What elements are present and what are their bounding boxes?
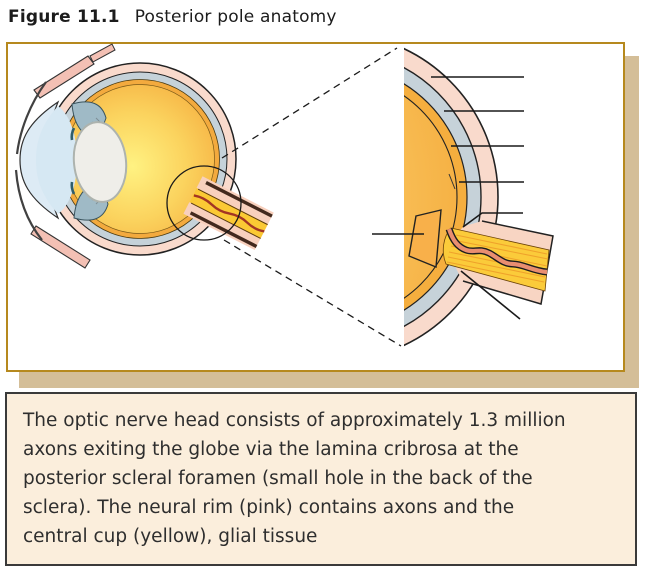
nerve-sheath-outline — [189, 211, 258, 248]
central-vessel-magnified — [447, 228, 548, 275]
caption-line: axons exiting the globe via the lamina c… — [23, 439, 519, 460]
magnified-posterior-pole — [372, 47, 554, 347]
caption-line: The optic nerve head consists of approxi… — [23, 410, 566, 431]
label-line-diagonal — [460, 270, 521, 320]
inferior-muscle — [30, 225, 91, 269]
figure-label: Figure 11.1 — [8, 7, 120, 27]
dashed-connector-lines — [221, 47, 402, 347]
label-line-5 — [462, 212, 523, 228]
iris — [70, 127, 76, 195]
caption-line: sclera). The neural rim (pink) contains … — [23, 497, 515, 518]
lower-lid-line — [14, 169, 43, 241]
nerve-sheath-outline — [205, 181, 273, 218]
central-retinal-vessel — [193, 194, 265, 233]
caption-box: The optic nerve head consists of approxi… — [5, 392, 637, 566]
lamina-cribrosa-trapezoid — [408, 209, 442, 269]
caption-line: posterior scleral foramen (small hole in… — [23, 468, 533, 489]
axon-bundle-outline — [197, 188, 268, 226]
lens — [72, 121, 128, 203]
magnifier-circle-icon — [166, 165, 242, 241]
figure-title-text: Posterior pole anatomy — [134, 7, 337, 27]
optic-nerve-magnified — [442, 220, 554, 305]
eye-cross-section — [14, 43, 274, 269]
layer-break-line — [448, 173, 456, 190]
anterior-segment — [19, 100, 128, 221]
label-leader-lines — [372, 76, 524, 320]
retina-vitreous-magnified — [404, 95, 458, 299]
caption-line: central cup (yellow), glial tissue — [23, 526, 318, 547]
figure-caption-title: Figure 11.1 Posterior pole anatomy — [8, 7, 337, 27]
dashed-connector-bottom — [223, 239, 402, 347]
anterior-chamber — [36, 106, 77, 214]
upper-lid-line — [15, 81, 47, 155]
axon-bundle-outline — [190, 202, 261, 239]
optic-nerve — [183, 176, 274, 251]
dashed-connector-top — [221, 47, 398, 159]
superior-muscle-tendon — [89, 43, 116, 63]
